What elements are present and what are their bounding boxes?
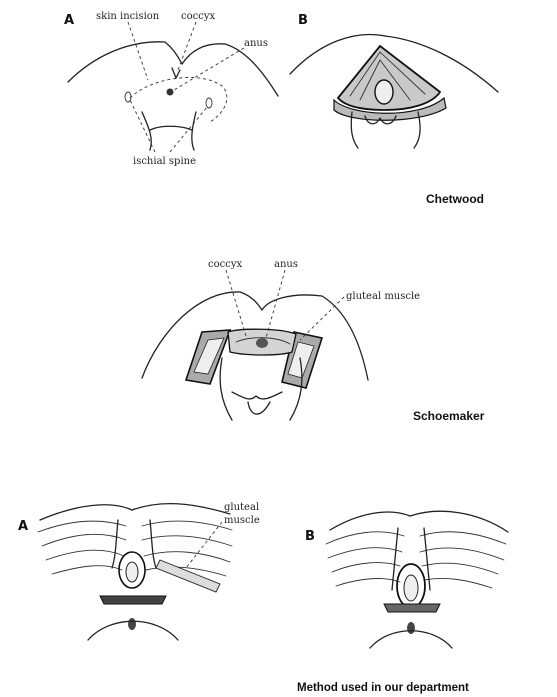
skin-incision-label: skin incision xyxy=(96,11,160,22)
anus-label: anus xyxy=(244,38,268,49)
method-caption: Method used in our department xyxy=(297,682,469,694)
chetwood-caption: Chetwood xyxy=(426,192,484,206)
suture-line xyxy=(384,604,440,612)
coccyx-label: coccyx xyxy=(208,259,242,270)
panel-a-label: A xyxy=(18,519,28,534)
chetwood-panel-a: A skin incision coccyx anus ischial spin… xyxy=(64,11,278,167)
anus-mark xyxy=(167,89,174,96)
panel-a-label: A xyxy=(64,13,74,28)
anus-mark xyxy=(256,338,268,348)
incision-line xyxy=(130,77,227,122)
method-panel-a: A gluteal muscle xyxy=(18,502,260,640)
right-thigh-line xyxy=(192,112,196,150)
left-buttock-outline xyxy=(68,42,182,82)
left-incision-mark xyxy=(125,92,131,102)
schoemaker-figure: coccyx anus gluteal muscle xyxy=(142,259,420,420)
method-panel-b: B xyxy=(305,511,508,648)
panel-b-label: B xyxy=(298,13,308,28)
right-buttock-outline xyxy=(182,44,278,96)
perineum-line xyxy=(150,126,192,130)
ischial-spine-label: ischial spine xyxy=(133,156,196,167)
right-incision-mark xyxy=(206,98,212,108)
left-thigh-line xyxy=(142,112,151,150)
chetwood-panel-b: B xyxy=(290,13,498,148)
gluteal-muscle-label: gluteal muscle xyxy=(346,291,420,302)
panel-b-label: B xyxy=(305,529,315,544)
gluteal-label: gluteal xyxy=(224,502,259,513)
coccyx-label: coccyx xyxy=(181,11,215,22)
coccyx-mark xyxy=(172,68,180,78)
muscle-label: muscle xyxy=(224,515,260,526)
anus-mark xyxy=(404,575,418,601)
perineum-line xyxy=(232,392,282,399)
anus-mark xyxy=(375,80,393,104)
anus-label: anus xyxy=(274,259,298,270)
schoemaker-caption: Schoemaker xyxy=(413,409,485,423)
anus-mark xyxy=(126,562,138,582)
